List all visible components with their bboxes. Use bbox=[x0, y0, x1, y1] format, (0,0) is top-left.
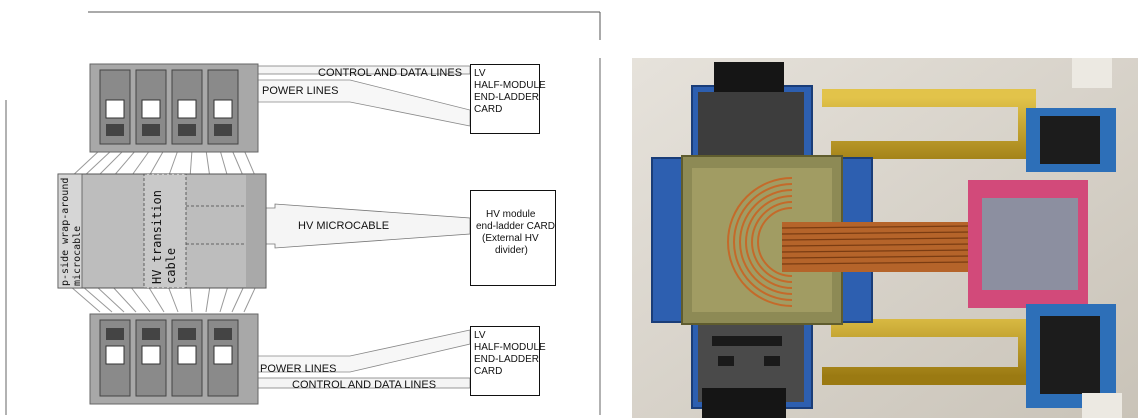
card-line: HV module bbox=[486, 209, 536, 220]
hv-transition-label: HV transition cable bbox=[150, 190, 178, 284]
control-data-lines-label-bottom: CONTROL AND DATA LINES bbox=[292, 379, 437, 391]
hv-microcable-label: HV MICROCABLE bbox=[298, 220, 390, 232]
lv-card-top: LV HALF-MODULE END-LADDER CARD bbox=[470, 64, 546, 134]
power-lines-label-top: POWER LINES bbox=[262, 85, 339, 97]
card-line: END-LADDER bbox=[474, 354, 540, 365]
connector-top bbox=[714, 62, 784, 92]
hv-dashed-route bbox=[186, 205, 262, 245]
card-line: LV bbox=[474, 68, 486, 79]
connector-bottom bbox=[702, 388, 786, 418]
card-line: END-LADDER bbox=[474, 92, 540, 103]
module-photograph bbox=[632, 58, 1138, 418]
schematic-diagram bbox=[5, 11, 601, 415]
card-line: HALF-MODULE bbox=[474, 342, 546, 353]
top-chips bbox=[99, 69, 239, 145]
card-line: (External HV bbox=[482, 233, 539, 244]
bond-fan-bottom bbox=[69, 285, 257, 313]
card-line: CARD bbox=[474, 366, 503, 377]
bottom-chips bbox=[99, 319, 239, 397]
card-line: CARD bbox=[474, 104, 503, 115]
hv-card: HV module end-ladder CARD (External HV d… bbox=[470, 190, 556, 286]
bond-fan-top bbox=[69, 149, 257, 179]
card-line: end-ladder CARD bbox=[476, 221, 555, 232]
card-line: LV bbox=[474, 330, 486, 341]
power-lines-label-bottom: POWER LINES bbox=[260, 363, 337, 375]
hybrid-top bbox=[698, 92, 804, 158]
copper-flex-cable bbox=[782, 222, 972, 272]
copper-arc-traces bbox=[727, 177, 793, 307]
lv-card-bottom: LV HALF-MODULE END-LADDER CARD bbox=[470, 326, 546, 396]
wraparound-strip bbox=[57, 173, 83, 289]
card-line: HALF-MODULE bbox=[474, 80, 546, 91]
hv-transition-region bbox=[143, 173, 187, 289]
sensor-right-edge bbox=[246, 173, 267, 289]
card-line: divider) bbox=[495, 245, 528, 256]
wraparound-label: p-side wrap-around microcable bbox=[60, 177, 83, 286]
control-data-lines-label-top: CONTROL AND DATA LINES bbox=[318, 67, 463, 79]
